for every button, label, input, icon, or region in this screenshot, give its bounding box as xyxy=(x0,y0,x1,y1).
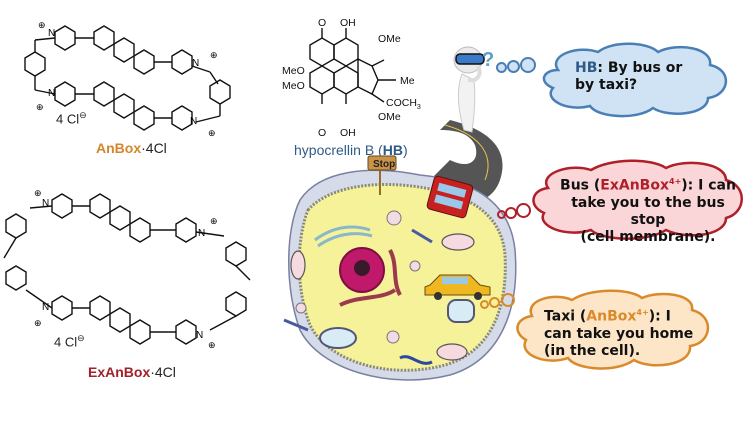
pyridinium-ring xyxy=(54,25,76,51)
stop-sign xyxy=(367,155,397,171)
thought-dot xyxy=(516,203,531,218)
svg-text:⊕: ⊕ xyxy=(208,128,216,138)
svg-text:N: N xyxy=(190,116,197,127)
taxi-icon xyxy=(424,274,491,300)
thought-dot xyxy=(480,300,489,309)
svg-text:⊕: ⊕ xyxy=(210,216,218,226)
hb-bubble: HB: By bus or by taxi? xyxy=(575,60,683,93)
bus-bubble: Bus (ExAnBox4+): I can take you to the b… xyxy=(560,177,736,245)
svg-text:N: N xyxy=(48,88,55,99)
hb-bubble-shape xyxy=(542,42,728,118)
exanbox-label: ExAnBox·4Cl xyxy=(88,364,176,380)
svg-text:⊕: ⊕ xyxy=(210,50,218,60)
anbox-label: AnBox·4Cl xyxy=(96,140,167,156)
svg-text:⊕: ⊕ xyxy=(34,318,42,328)
svg-text:N: N xyxy=(42,198,49,209)
svg-text:⊕: ⊕ xyxy=(34,188,42,198)
cell-cytoplasm xyxy=(297,183,507,372)
svg-text:MeO: MeO xyxy=(282,80,305,92)
thought-dot xyxy=(489,297,500,308)
svg-text:Stop: Stop xyxy=(373,159,395,170)
svg-text:N: N xyxy=(42,302,49,313)
taxi-bubble-shape xyxy=(516,289,710,370)
visor xyxy=(455,53,485,65)
thought-dot xyxy=(507,60,520,73)
bus-bubble-shape xyxy=(532,159,743,240)
svg-text:MeO: MeO xyxy=(282,65,305,77)
svg-text:OMe: OMe xyxy=(378,33,401,45)
svg-text:COCH3: COCH3 xyxy=(386,97,421,111)
anbox-structure: N N N N ⊕ ⊕ ⊕ ⊕ xyxy=(24,20,231,138)
thought-dot xyxy=(520,57,536,73)
plus-charge-icon: ⊕ xyxy=(38,20,46,30)
anbox-counterion: 4 Cl⊖ xyxy=(56,110,87,127)
cell-scene: Stop xyxy=(283,120,517,381)
taxi-bubble: Taxi (AnBox4+): I can take you home (in … xyxy=(544,308,694,359)
svg-text:N: N xyxy=(196,330,203,341)
svg-text:⊕: ⊕ xyxy=(208,340,216,350)
minus-charge-icon: ⊖ xyxy=(79,110,87,120)
svg-text:⊕: ⊕ xyxy=(36,102,44,112)
exanbox-structure: N N N N ⊕ ⊕ ⊕ ⊕ xyxy=(3,188,251,350)
hypocrellin-structure: O OH OMe MeO MeO Me COCH3 OMe O OH xyxy=(282,17,421,139)
question-mark-icon: ? xyxy=(482,49,494,71)
svg-text:OH: OH xyxy=(340,17,356,29)
svg-text:N: N xyxy=(198,228,205,239)
svg-text:N: N xyxy=(192,58,199,69)
bus-icon xyxy=(426,175,474,219)
n-atom: N xyxy=(48,28,55,39)
svg-text:OH: OH xyxy=(340,127,356,139)
svg-text:Me: Me xyxy=(400,75,415,87)
hypocrellin-label: hypocrellin B (HB) xyxy=(294,142,408,158)
svg-text:OMe: OMe xyxy=(378,111,401,123)
minus-charge-icon: ⊖ xyxy=(77,333,85,343)
thought-dot xyxy=(501,293,515,307)
svg-text:O: O xyxy=(318,127,326,139)
svg-text:O: O xyxy=(318,17,326,29)
thinker-figure: ? xyxy=(453,46,494,133)
exanbox-counterion: 4 Cl⊖ xyxy=(54,333,85,350)
thought-dot xyxy=(496,62,507,73)
